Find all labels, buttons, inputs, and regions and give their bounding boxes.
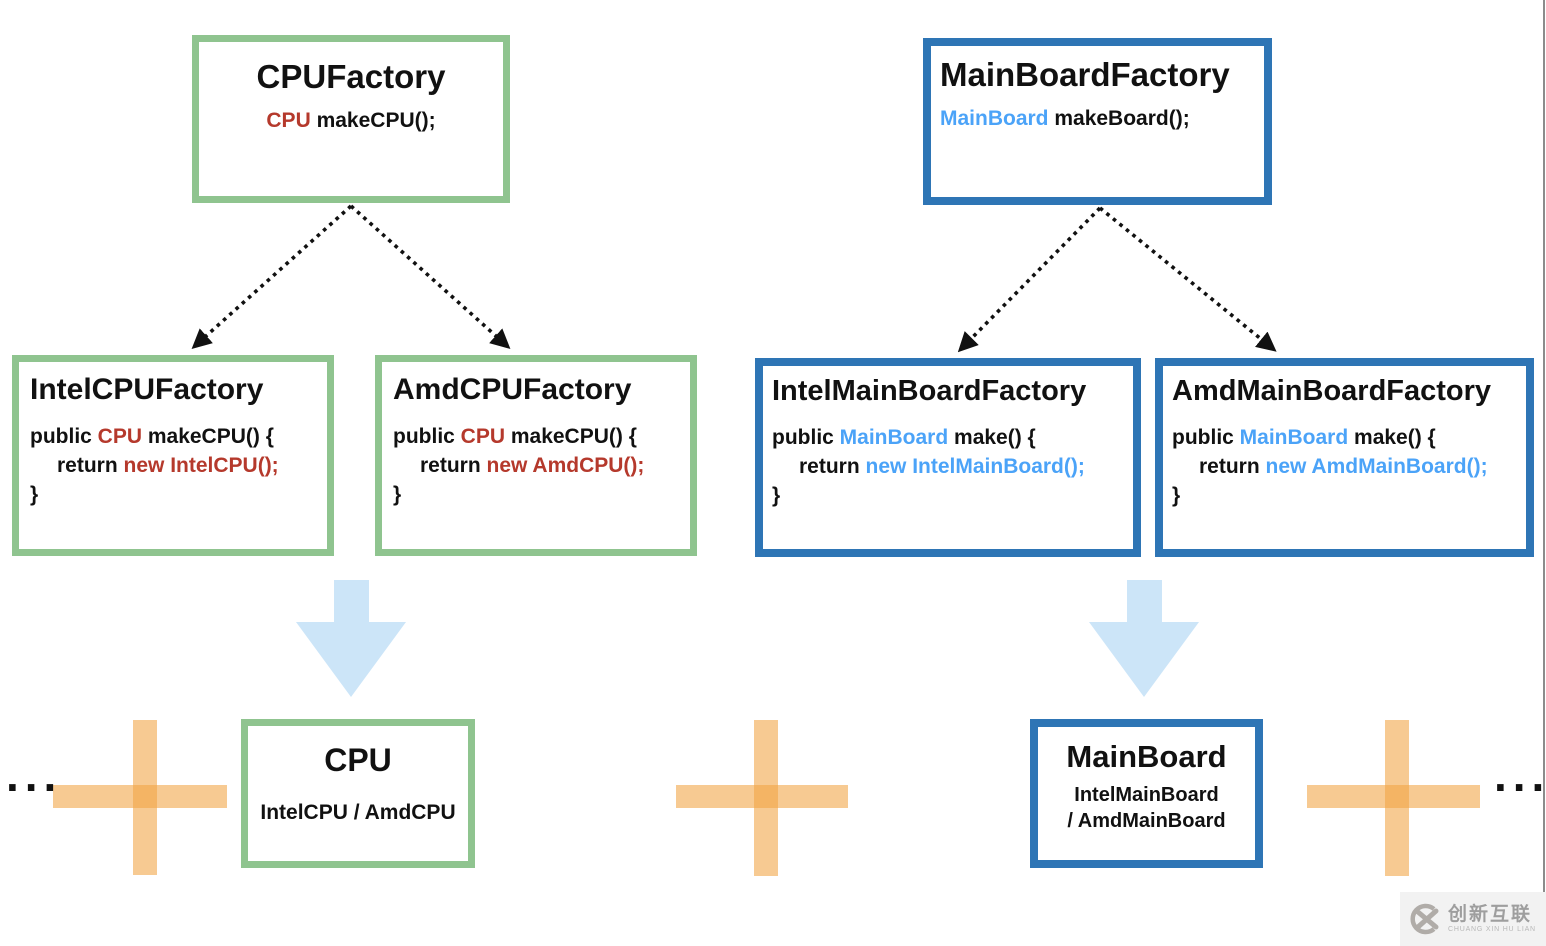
code-line: return new IntelMainBoard(); <box>772 452 1133 481</box>
watermark-text: 创新互联 CHUANG XIN HU LIAN <box>1448 905 1536 933</box>
watermark: 创新互联 CHUANG XIN HU LIAN <box>1400 892 1546 946</box>
plus-sign-left-horizontal <box>53 785 227 808</box>
code-line: } <box>772 481 1133 510</box>
code-block: public MainBoard make() { return new Amd… <box>1172 423 1526 510</box>
plus-sign-right-horizontal <box>1307 785 1480 808</box>
new-expression: new IntelMainBoard(); <box>865 455 1085 478</box>
code-line: public MainBoard make() { <box>772 423 1133 452</box>
new-expression: new IntelCPU(); <box>123 454 279 477</box>
class-title: CPU <box>324 742 392 778</box>
method-name: makeBoard(); <box>1048 107 1190 130</box>
return-type: MainBoard <box>940 107 1049 130</box>
keyword: return <box>799 455 866 478</box>
inheritance-arrow-mbfactory-to-amd <box>1098 206 1277 352</box>
class-box-mainboardfactory: MainBoardFactory MainBoard makeBoard(); <box>923 38 1272 205</box>
method-signature: MainBoard makeBoard(); <box>940 107 1264 131</box>
class-box-mainboard-product: MainBoard IntelMainBoard / AmdMainBoard <box>1030 719 1263 868</box>
code-line: } <box>30 480 327 509</box>
code-line: public CPU makeCPU() { <box>393 422 690 451</box>
code-block: public CPU makeCPU() { return new AmdCPU… <box>393 422 690 509</box>
new-expression: new AmdMainBoard(); <box>1265 455 1488 478</box>
code-line: return new AmdMainBoard(); <box>1172 452 1526 481</box>
return-type: MainBoard <box>1239 426 1349 449</box>
keyword: return <box>1199 455 1266 478</box>
class-box-intelcpufactory: IntelCPUFactory public CPU makeCPU() { r… <box>12 355 334 556</box>
closing-brace: } <box>772 484 781 507</box>
code-block: public CPU makeCPU() { return new IntelC… <box>30 422 327 509</box>
implementations-label: IntelCPU / AmdCPU <box>260 801 456 824</box>
new-expression: new AmdCPU(); <box>486 454 645 477</box>
keyword: public <box>1172 426 1240 449</box>
watermark-romanized: CHUANG XIN HU LIAN <box>1448 926 1536 933</box>
return-type: MainBoard <box>839 426 949 449</box>
class-title: AmdMainBoardFactory <box>1172 375 1492 407</box>
class-box-cpu-product: CPU IntelCPU / AmdCPU <box>241 719 475 868</box>
class-title: IntelCPUFactory <box>30 373 264 406</box>
code-line: } <box>1172 481 1526 510</box>
class-title: CPUFactory <box>256 58 446 95</box>
class-title: IntelMainBoardFactory <box>772 375 1087 407</box>
class-title: MainBoard <box>1066 739 1227 774</box>
watermark-logo-icon <box>1410 903 1439 935</box>
keyword: public <box>30 425 98 448</box>
inheritance-arrow-cpufactory-to-intel <box>191 204 353 349</box>
class-box-amdcpufactory: AmdCPUFactory public CPU makeCPU() { ret… <box>375 355 697 556</box>
page-edge-divider <box>1543 0 1545 946</box>
class-box-cpufactory: CPUFactory CPU makeCPU(); <box>192 35 510 203</box>
closing-brace: } <box>393 483 402 506</box>
inheritance-arrow-cpufactory-to-amd <box>349 204 511 349</box>
method-signature: CPU makeCPU(); <box>199 109 503 133</box>
return-type: CPU <box>97 425 143 448</box>
implementations-line2: / AmdMainBoard <box>1067 810 1226 832</box>
method-name: makeCPU() { <box>505 425 637 448</box>
code-line: return new IntelCPU(); <box>30 451 327 480</box>
return-type: CPU <box>266 109 311 132</box>
implementations-line1: IntelMainBoard <box>1074 784 1219 806</box>
watermark-name: 创新互联 <box>1448 904 1533 925</box>
closing-brace: } <box>1172 484 1181 507</box>
produces-arrow-cpu <box>296 580 406 697</box>
code-block: public MainBoard make() { return new Int… <box>772 423 1133 510</box>
return-type: CPU <box>460 425 506 448</box>
closing-brace: } <box>30 483 39 506</box>
class-title: MainBoardFactory <box>940 56 1230 93</box>
implementations-label: IntelMainBoard / AmdMainBoard <box>1038 782 1255 834</box>
produces-arrow-mainboard <box>1089 580 1199 697</box>
code-line: return new AmdCPU(); <box>393 451 690 480</box>
class-box-intelmainboardfactory: IntelMainBoardFactory public MainBoard m… <box>755 358 1141 557</box>
ellipsis-left: ... <box>6 749 63 801</box>
method-name: make() { <box>948 426 1036 449</box>
ellipsis-right: ... <box>1494 749 1546 801</box>
keyword: return <box>420 454 487 477</box>
class-title: AmdCPUFactory <box>393 373 632 406</box>
method-name: makeCPU(); <box>310 109 436 132</box>
keyword: public <box>772 426 840 449</box>
code-line: public MainBoard make() { <box>1172 423 1526 452</box>
inheritance-arrow-mbfactory-to-intel <box>957 206 1102 353</box>
method-name: make() { <box>1348 426 1436 449</box>
plus-sign-middle-horizontal <box>676 785 848 808</box>
keyword: return <box>57 454 124 477</box>
code-line: } <box>393 480 690 509</box>
class-box-amdmainboardfactory: AmdMainBoardFactory public MainBoard mak… <box>1155 358 1534 557</box>
code-line: public CPU makeCPU() { <box>30 422 327 451</box>
method-name: makeCPU() { <box>142 425 274 448</box>
keyword: public <box>393 425 461 448</box>
